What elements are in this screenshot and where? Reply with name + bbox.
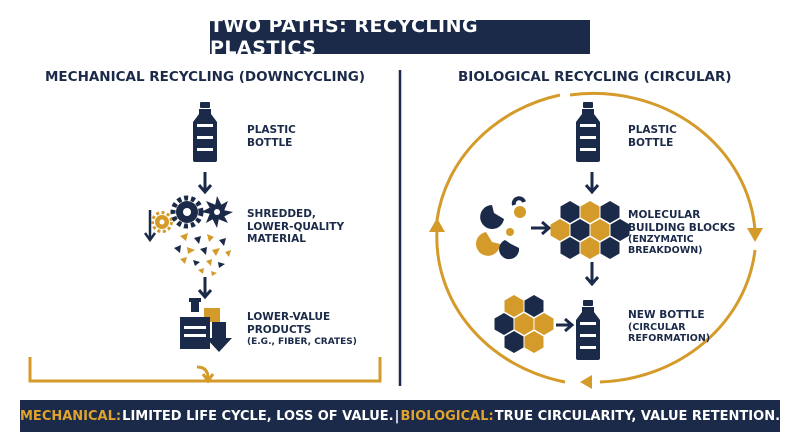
label-line: BUILDING BLOCKS xyxy=(628,221,736,234)
mech-step-products-label: LOWER-VALUE PRODUCTS (E.G., FIBER, CRATE… xyxy=(247,311,357,348)
shredded-particles-icon xyxy=(174,233,231,276)
label-note: (CIRCULAR xyxy=(628,321,686,333)
bio-bottle-icon xyxy=(576,102,600,162)
loop-arrowheads xyxy=(429,218,763,389)
building-block-hexagons-icon xyxy=(494,295,554,353)
label-line: PRODUCTS xyxy=(247,323,312,336)
mech-step-plastic-bottle-label: PLASTIC BOTTLE xyxy=(247,124,296,149)
label-line: PLASTIC xyxy=(628,124,677,136)
lower-value-products-icon xyxy=(180,298,232,352)
summary-footer: MECHANICAL: LIMITED LIFE CYCLE, LOSS OF … xyxy=(20,400,780,432)
bio-step-molecular-label: MOLECULAR BUILDING BLOCKS (ENZYMATIC BRE… xyxy=(628,209,735,256)
down-arrow-icon xyxy=(584,262,600,287)
right-arrow-icon xyxy=(531,220,552,236)
label-note: (ENZYMATIC xyxy=(628,234,694,245)
downcycle-bracket xyxy=(28,357,382,384)
label-note: (E.G., FIBER, CRATES) xyxy=(247,337,357,347)
label-line: SHREDDED, xyxy=(247,208,316,220)
label-note: REFORMATION) xyxy=(628,332,711,344)
molecular-hexagons-icon xyxy=(550,201,630,259)
footer-mechanical-label: MECHANICAL: xyxy=(20,408,122,424)
down-arrow-icon xyxy=(197,172,213,195)
label-line: BOTTLE xyxy=(628,136,674,149)
circular-loop-arrow xyxy=(435,91,757,384)
label-line: NEW BOTTLE xyxy=(628,309,705,321)
down-arrow-icon xyxy=(197,277,213,300)
label-note: BREAKDOWN) xyxy=(628,245,703,256)
bio-step-plastic-bottle-label: PLASTIC BOTTLE xyxy=(628,124,677,149)
label-line: LOWER-QUALITY xyxy=(247,220,345,233)
label-line: MOLECULAR xyxy=(628,209,701,221)
footer-biological-text: TRUE CIRCULARITY, VALUE RETENTION. xyxy=(494,408,781,424)
right-arrow-icon xyxy=(556,317,575,333)
new-bottle-icon xyxy=(576,300,600,360)
enzyme-icon xyxy=(476,196,526,260)
footer-separator: | xyxy=(394,408,400,424)
mech-step-shredded-label: SHREDDED, LOWER-QUALITY MATERIAL xyxy=(247,208,344,246)
bio-step-new-bottle-label: NEW BOTTLE (CIRCULAR REFORMATION) xyxy=(628,309,710,344)
footer-mechanical-text: LIMITED LIFE CYCLE, LOSS OF VALUE. xyxy=(122,408,394,424)
mechanical-heading: MECHANICAL RECYCLING (DOWNCYCLING) xyxy=(45,69,366,85)
down-arrow-icon xyxy=(584,172,600,195)
label-line: MATERIAL xyxy=(247,233,306,245)
label-line: PLASTIC xyxy=(247,124,296,136)
footer-biological-label: BIOLOGICAL: xyxy=(400,408,494,424)
label-line: LOWER-VALUE xyxy=(247,311,331,323)
page-title: TWO PATHS: RECYCLING PLASTICS xyxy=(210,15,590,59)
mech-bottle-icon xyxy=(193,102,217,162)
shredder-gears-icon xyxy=(143,195,233,243)
biological-heading: BIOLOGICAL RECYCLING (CIRCULAR) xyxy=(458,69,732,85)
label-line: BOTTLE xyxy=(247,136,293,149)
